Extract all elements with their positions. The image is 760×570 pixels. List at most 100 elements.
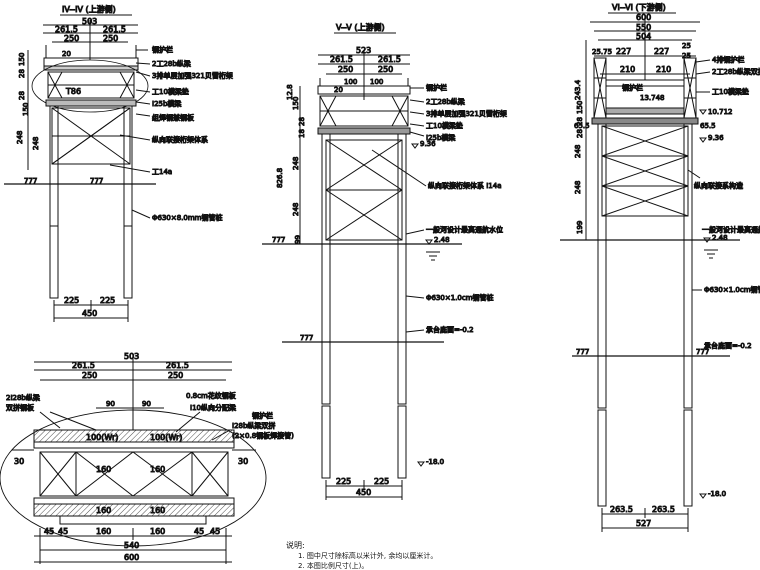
vi-dim-l2: 28	[576, 117, 584, 126]
vi-dim-210a: 210	[620, 65, 635, 74]
iv-dim-l2: 150	[18, 53, 26, 66]
vi-dim-227a: 227	[616, 47, 631, 56]
v-dim-g: 20	[334, 86, 343, 94]
notes-title: 说明:	[286, 540, 305, 550]
plan-label-6: I28b纵梁双拼	[232, 421, 275, 430]
vi-label-beam: 2工28b纵梁双拼	[712, 67, 760, 76]
plan-dim-total: 503	[124, 352, 139, 361]
v-label-beam: 2工28b纵梁	[426, 97, 465, 106]
iv-label-rail: 钢护栏	[152, 45, 173, 54]
v-dim-a: 261.5	[330, 55, 353, 64]
v-label-pad: 工10横梁垫	[426, 121, 463, 130]
vi-dim-227b: 227	[654, 47, 669, 56]
vi-dim-l5: 248	[574, 145, 582, 158]
plan-side-r: 30	[238, 457, 248, 466]
plan-label-2: 双拼钢板	[6, 403, 34, 412]
iv-dim-total: 503	[82, 17, 97, 26]
iv-dim-l5: 248	[16, 131, 24, 144]
vi-dim-25b: 25	[682, 52, 691, 60]
section-iv-title: IV--IV (上游侧)	[62, 4, 116, 14]
v-dim-e: 100	[344, 78, 357, 86]
plan-label-7: (2×0.8钢板焊接管)	[232, 431, 294, 440]
plan-view: 503 261.5 261.5 250 250 90 90 2I28b纵梁 双拼…	[0, 352, 295, 564]
v-dim-l5: 248	[292, 157, 300, 170]
plan-in-1: 160	[96, 465, 111, 474]
v-label-rail: 钢护栏	[426, 83, 447, 92]
plan-cap-b: 100(Wr)	[150, 433, 182, 442]
plan-in-4: 160	[150, 506, 165, 515]
iv-dim-b: 261.5	[103, 25, 126, 34]
iv-dim-b1: 225	[64, 296, 79, 305]
v-dim-l6: 826.8	[276, 168, 284, 188]
v-dim-l8: 99	[294, 235, 302, 244]
vi-label-pile: Φ630×1.0cm钢管桩	[704, 285, 760, 294]
vi-elev-6: -18.0	[708, 490, 726, 498]
iv-label-bracing: 纵向联接桁架体系	[152, 135, 208, 144]
vi-elev-2: 10.712	[708, 108, 733, 116]
iv-label-plate: 组焊钢兼钢板	[152, 113, 194, 122]
v-label-bracing: 纵向联接桁架体系 I14a	[428, 181, 502, 190]
iv-label-cross: I25b横梁	[152, 99, 181, 108]
plan-dim-c: 250	[82, 371, 97, 380]
v-dim-c: 250	[338, 65, 353, 74]
plan-b-7: 540	[124, 541, 139, 550]
vi-label-pad: 工10横梁垫	[712, 87, 749, 96]
vi-side-left: 65.5	[574, 122, 590, 130]
plan-label-3: 0.8cm花纹钢板	[186, 391, 236, 400]
vi-dim-l7: 199	[576, 221, 584, 234]
plan-b-4: 160	[150, 527, 165, 536]
vi-label-rail: 钢护栏	[622, 83, 643, 92]
plan-b-5: 45	[194, 527, 204, 536]
iv-dim-l4: 150	[22, 103, 30, 116]
vi-dim-l4: 28	[576, 129, 584, 138]
notes-line-2: 2. 本图比例尺寸(上)。	[298, 561, 368, 570]
section-v: V--V (上游侧) 523 261.5 261.5 250 250 100 1…	[262, 22, 507, 500]
section-vi-title: VI--VI (下游侧)	[612, 2, 666, 12]
vi-dim-l6: 248	[574, 181, 582, 194]
v-dim-b1: 225	[336, 477, 351, 486]
v-dim-total: 523	[356, 46, 371, 55]
plan-dim-a: 261.5	[72, 361, 95, 370]
vi-label-water: 一般河设计最高通航水位	[702, 225, 760, 234]
vi-dim-25a: 25	[682, 42, 691, 50]
iv-dim-e: 20	[62, 50, 71, 58]
iv-label-beam: 2工28b纵梁	[152, 59, 191, 68]
vi-label-bracing: 纵向联接系构造	[694, 181, 743, 190]
iv-dim-d: 250	[103, 34, 118, 43]
vi-dim-2575: 25.75	[592, 48, 612, 56]
vi-dim-210b: 210	[656, 65, 671, 74]
plan-dim-e: 90	[106, 400, 115, 408]
v-elev-3: -18.0	[426, 458, 444, 466]
plan-in-3: 160	[96, 506, 111, 515]
vi-dim-504: 504	[636, 32, 651, 41]
plan-b-6: 45	[210, 527, 220, 536]
plan-label-1: 2I28b纵梁	[6, 393, 40, 402]
vi-elev-1: 13.748	[640, 94, 665, 102]
v-elev-2: 2.48	[434, 236, 450, 244]
v-dim-b3: 450	[356, 488, 371, 497]
v-dim-l3: 28	[298, 117, 306, 126]
v-dim-l1: 12.8	[286, 84, 294, 100]
vi-dim-b3: 527	[636, 519, 651, 528]
vi-dim-600: 600	[636, 13, 651, 22]
vi-dim-l3: 150	[576, 101, 584, 114]
v-dim-b2: 225	[374, 477, 389, 486]
plan-label-5: 钢护栏	[252, 411, 273, 420]
vi-dim-b2: 263.5	[652, 505, 675, 514]
notes-line-1: 1. 图中尺寸除标高以米计外, 余均以厘米计。	[298, 551, 437, 560]
iv-dim-l3: 28	[18, 91, 26, 100]
plan-cap-a: 100(Wr)	[86, 433, 118, 442]
v-label-water: 一般河设计最高通航水位	[426, 225, 503, 234]
plan-dim-f: 90	[142, 400, 151, 408]
plan-b-3: 160	[96, 527, 111, 536]
vi-elev-4: 2.48	[712, 234, 728, 242]
svg-text:777: 777	[24, 177, 37, 185]
vi-dim-550: 550	[636, 23, 651, 32]
iv-t-value: T86	[65, 87, 81, 96]
vi-label-cap: 承台底面=-0.2	[704, 341, 752, 350]
vi-label-rail4: 4排钢护栏	[712, 55, 744, 64]
v-label-cap: 承台底面=-0.2	[426, 325, 474, 334]
iv-dim-l6: 248	[32, 137, 40, 150]
iv-dim-a: 261.5	[55, 25, 78, 34]
